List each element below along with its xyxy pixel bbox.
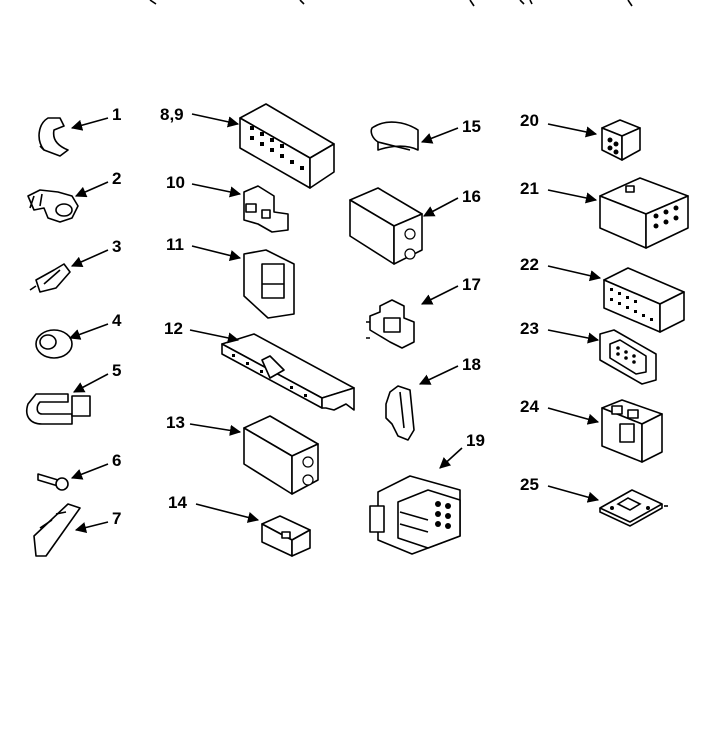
callout-15: 15 [462,117,481,136]
callout-16: 16 [462,187,481,206]
leader-25 [547,485,600,503]
part-18-latch [385,385,415,441]
callout-10: 10 [166,173,185,192]
leader-13 [189,423,242,436]
part-5-cable-clamp [26,393,91,425]
part-16-connector [349,187,423,265]
part-22-multi-pin-connector [603,267,685,333]
leader-6 [70,463,109,480]
callout-3: 3 [112,237,121,256]
leader-11 [191,245,242,261]
leader-1 [70,117,109,131]
callout-19: 19 [466,431,485,450]
part-6-screw [37,473,69,491]
part-3-clip [29,263,71,293]
part-15-spring-clip [370,121,419,151]
part-19-large-connector [369,475,461,555]
callout-11: 11 [166,235,184,254]
callout-12: 12 [164,319,183,338]
part-12-long-housing [221,333,355,411]
callout-5: 5 [112,361,121,380]
leader-24 [547,407,600,425]
callout-24: 24 [520,397,539,416]
part-14-small-plug [261,515,311,557]
callout-25: 25 [520,475,539,494]
callout-22: 22 [520,255,539,274]
part-24-block-connector [601,399,663,463]
callout-13: 13 [166,413,185,432]
leader-7 [74,521,109,533]
callout-23: 23 [520,319,539,338]
part-2-clamp [27,189,79,223]
part-1-clip [38,117,69,157]
leader-8-9 [191,113,240,128]
leader-14 [195,503,260,523]
callout-21: 21 [520,179,539,198]
leader-5 [73,373,109,393]
leader-20 [547,123,598,138]
callout-8-9: 8,9 [160,105,184,124]
part-7-strip [33,503,81,557]
part-11-connector [243,249,295,319]
leader-17 [420,285,459,305]
callout-17: 17 [462,275,481,294]
leader-21 [547,189,598,204]
callout-4: 4 [112,311,122,330]
part-4-grommet [35,329,73,359]
leader-4 [68,323,109,340]
cropped-top-edge-marks [149,0,633,7]
leader-10 [191,183,242,198]
part-13-connector [243,415,319,495]
leader-16 [423,197,459,217]
leader-18 [418,365,459,385]
part-20-small-block [601,119,641,161]
part-17-cross-connector [366,299,415,349]
leader-2 [74,181,109,198]
leader-15 [420,127,459,144]
leader-3 [70,249,109,268]
callout-20: 20 [520,111,539,130]
callout-14: 14 [168,493,187,512]
callout-7: 7 [112,509,121,528]
callout-18: 18 [462,355,481,374]
part-21-cube [599,177,689,249]
callout-2: 2 [112,169,121,188]
callout-6: 6 [112,451,121,470]
leader-22 [547,265,602,282]
part-25-circuit-board [599,489,668,527]
leader-23 [547,329,600,344]
callout-1: 1 [112,105,121,124]
part-10-small-connector [243,185,289,233]
leader-12 [189,329,240,344]
leader-19 [439,447,463,469]
part-8-9-connector-housing [239,103,335,189]
part-23-d-sub-connector [599,329,657,385]
